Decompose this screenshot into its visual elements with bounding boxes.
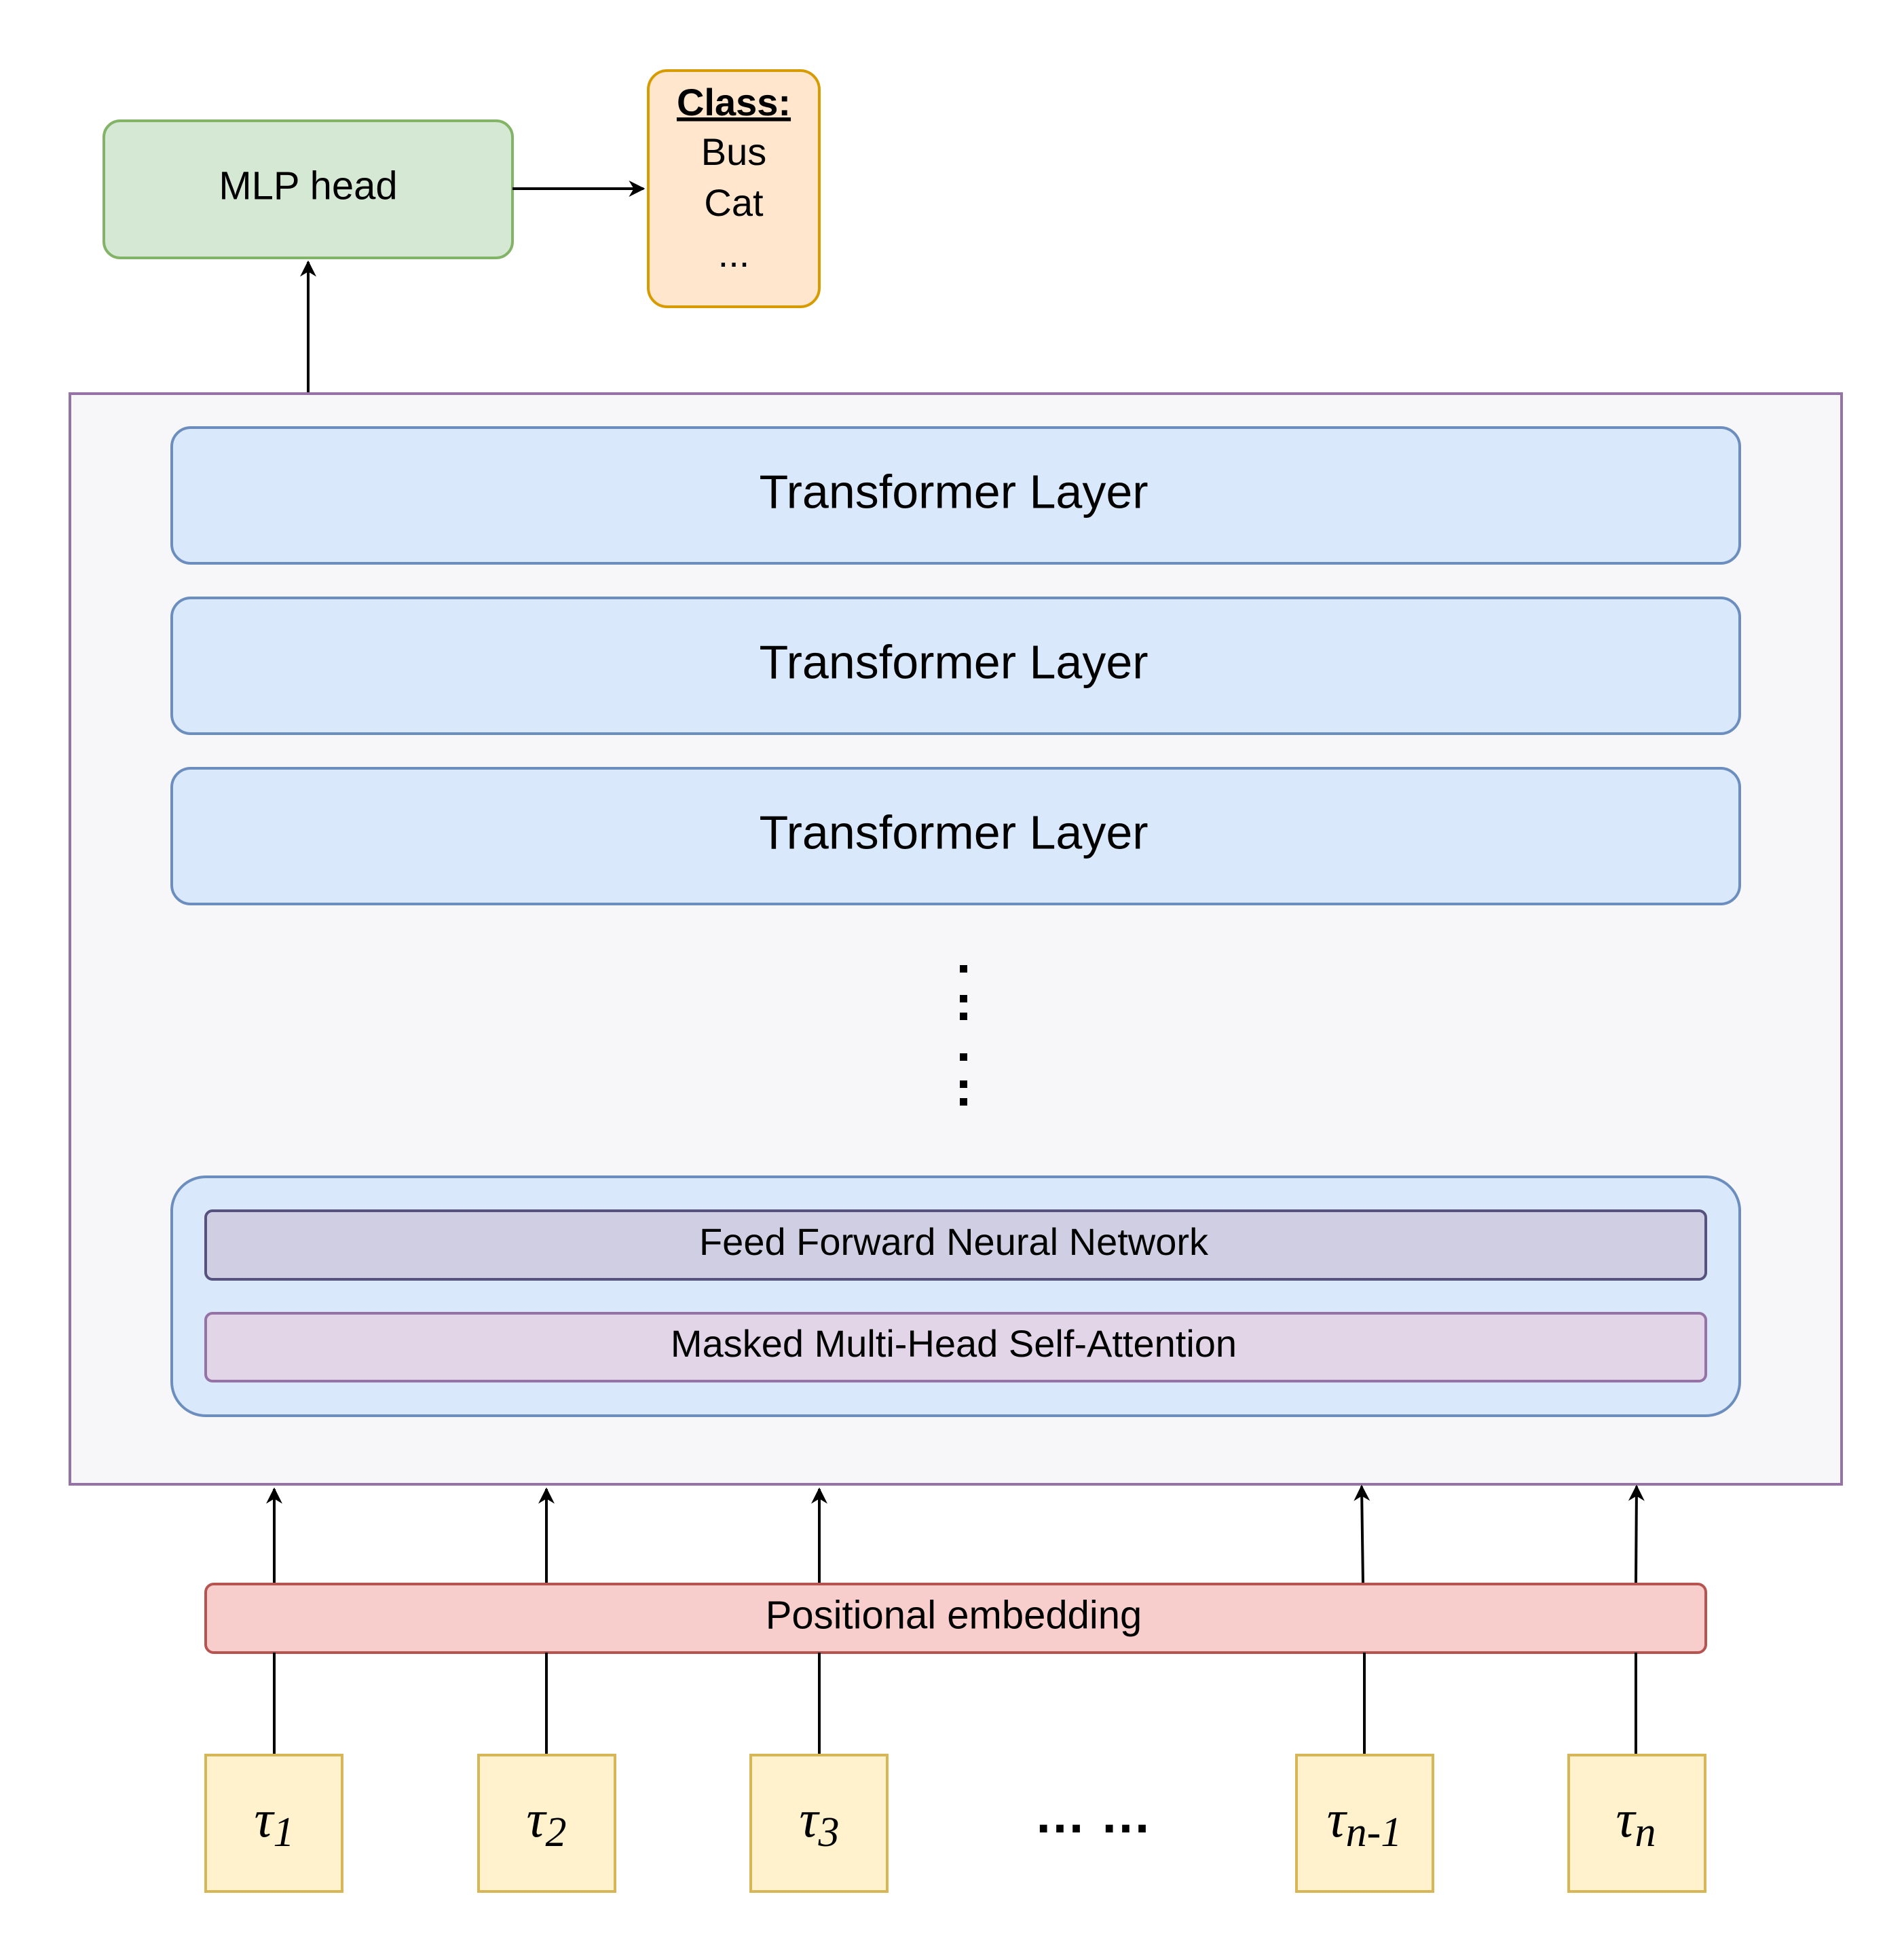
token-connectors (273, 1653, 1637, 1755)
mlp-head-block: MLP head (102, 119, 514, 259)
token-symbol: τ (1616, 1789, 1637, 1848)
token-label: τ3 (800, 1789, 840, 1856)
ffn-box (204, 1209, 1707, 1281)
token-box (749, 1754, 889, 1893)
class-item-cat: Cat (704, 181, 764, 224)
token: τn (1567, 1754, 1706, 1893)
attention-box (204, 1312, 1707, 1382)
transformer-layer-label: Transformer Layer (759, 806, 1148, 859)
token-label: τ1 (255, 1789, 295, 1856)
token: τ1 (204, 1754, 343, 1893)
class-output-box (647, 69, 821, 308)
token-subscript: 1 (273, 1809, 294, 1856)
token-subscript: n (1635, 1809, 1656, 1856)
token-box (204, 1754, 343, 1893)
token-symbol: τ (800, 1789, 821, 1848)
token-label: τ2 (527, 1789, 567, 1856)
positional-embedding-block: Positional embedding (204, 1583, 1707, 1654)
token-box (1295, 1754, 1434, 1893)
class-output-block: Class: Bus Cat ... (647, 69, 821, 308)
class-item-bus: Bus (701, 130, 767, 173)
class-item-ellipsis: ... (718, 232, 750, 275)
class-title: Class: (677, 81, 791, 124)
attention-label: Masked Multi-Head Self-Attention (671, 1322, 1237, 1365)
token: τ3 (749, 1754, 889, 1893)
transformer-layer: Transformer Layer (170, 767, 1741, 905)
positional-embedding-box (204, 1583, 1707, 1654)
token-ellipsis: … … (1034, 1786, 1151, 1844)
transformer-layer-box (170, 597, 1741, 735)
layer-detail-block: Feed Forward Neural Network Masked Multi… (170, 1175, 1741, 1417)
token-label: τn (1616, 1789, 1656, 1856)
token-label: τn-1 (1327, 1789, 1402, 1856)
token-symbol: τ (527, 1789, 548, 1848)
transformer-layer-label: Transformer Layer (759, 465, 1148, 518)
mlp-head-label: MLP head (219, 164, 397, 208)
transformer-layer: Transformer Layer (170, 597, 1741, 735)
transformer-layer: Transformer Layer (170, 426, 1741, 565)
token: τ2 (477, 1754, 616, 1893)
transformer-layer-box (170, 426, 1741, 565)
arrow-input-n (1628, 1484, 1645, 1585)
positional-embedding-label: Positional embedding (766, 1593, 1142, 1637)
token-subscript: 2 (545, 1809, 566, 1856)
token-box (477, 1754, 616, 1893)
token-symbol: τ (255, 1789, 276, 1848)
token-subscript: 3 (817, 1809, 839, 1856)
transformer-layer-label: Transformer Layer (759, 635, 1148, 688)
ffn-label: Feed Forward Neural Network (699, 1220, 1209, 1263)
token: τn-1 (1295, 1754, 1434, 1893)
token-symbol: τ (1327, 1789, 1348, 1848)
transformer-layer-box (170, 767, 1741, 905)
token-subscript: n-1 (1346, 1809, 1402, 1856)
vertical-ellipsis (960, 965, 967, 1106)
token-box (1567, 1754, 1706, 1893)
input-arrows (266, 1484, 1645, 1585)
arrow-input-n-1 (1354, 1484, 1370, 1585)
